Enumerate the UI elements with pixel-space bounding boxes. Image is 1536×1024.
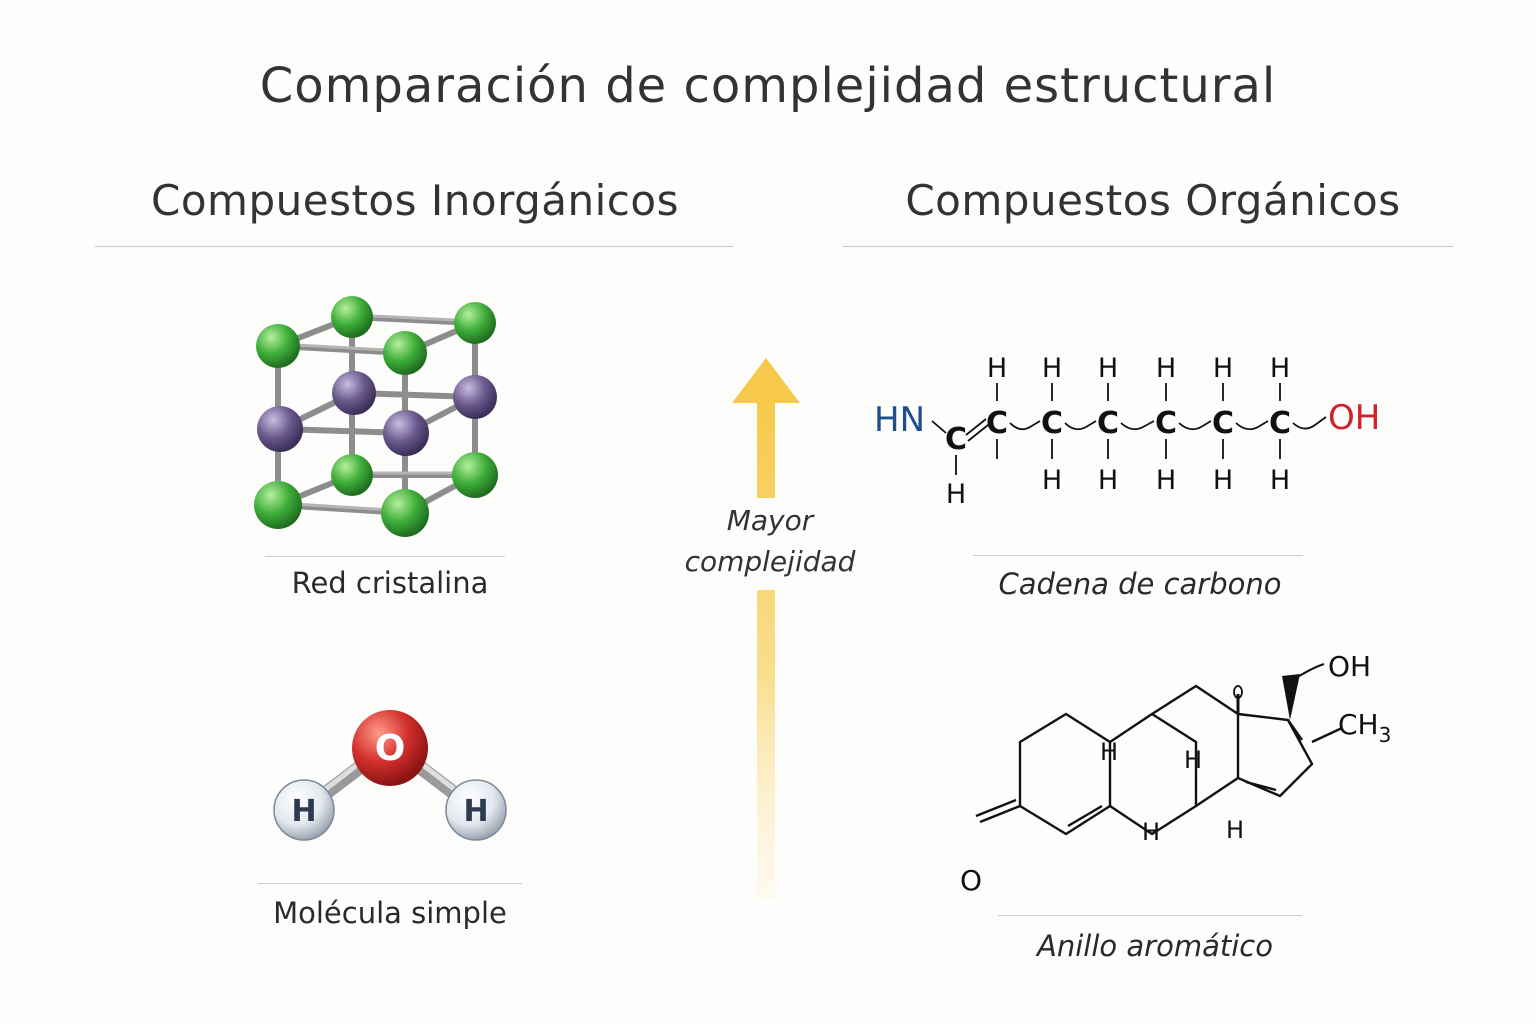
hydrogen-label: H <box>1184 746 1202 774</box>
simple-caption-rule <box>258 883 522 884</box>
water-molecule-diagram: O H H <box>273 710 507 841</box>
hydrogen-label: H <box>1042 353 1062 384</box>
arrow-shaft <box>757 399 775 899</box>
arrow-head <box>732 358 800 403</box>
hydrogen-label: H <box>291 794 316 829</box>
complexity-arrow <box>732 358 800 899</box>
hydrogen-label: H <box>463 794 488 829</box>
crystal-caption: Red cristalina <box>291 566 489 600</box>
green-atom <box>452 452 498 498</box>
hydrogen-label: H <box>1213 353 1233 384</box>
crystal-lattice-diagram <box>254 296 498 537</box>
hydrogen-label: H <box>1213 465 1233 496</box>
steroid-oh-group: OH <box>1328 650 1371 683</box>
purple-atom <box>257 406 303 452</box>
ring-caption-rule <box>998 915 1302 916</box>
inorganic-heading-rule <box>95 246 733 247</box>
hydrogen-label: H <box>1226 816 1244 844</box>
hydrogen-label: H <box>1270 353 1290 384</box>
carbon-label: C <box>945 422 967 457</box>
hn-group: HN <box>874 400 925 440</box>
hydrogen-label: H <box>1142 818 1160 846</box>
chain-bonds <box>931 383 1327 475</box>
chain-caption-rule <box>973 555 1303 556</box>
green-atom <box>331 296 373 338</box>
arrow-label: Mayor complejidad <box>660 500 880 582</box>
hydrogen-label: H <box>1042 465 1062 496</box>
green-atom <box>256 324 300 368</box>
hydrogen-label: H <box>1100 738 1118 766</box>
carbon-label: C <box>1155 406 1177 441</box>
lattice-atoms <box>254 296 498 537</box>
purple-atom <box>332 371 376 415</box>
chain-caption: Cadena de carbono <box>998 567 1282 601</box>
ring-bonds <box>975 684 1343 836</box>
green-atom <box>454 302 496 344</box>
arrow-label-line2: complejidad <box>684 545 856 578</box>
simple-caption: Molécula simple <box>273 896 507 930</box>
hydrogen-label: H <box>987 353 1007 384</box>
carbon-label: C <box>1212 406 1234 441</box>
hydrogen-label: H <box>1270 465 1290 496</box>
hydrogen-atom <box>445 779 507 841</box>
green-atom <box>383 331 427 375</box>
oh-wedge <box>1282 674 1300 720</box>
chain-carbons: C C C C C C C <box>945 406 1291 457</box>
organic-heading: Compuestos Orgánicos <box>905 176 1401 225</box>
steroid-methyl-group: CH3 <box>1338 708 1391 747</box>
oxygen-label: O <box>375 728 406 769</box>
page-title: Comparación de complejidad estructural <box>259 58 1277 114</box>
oxygen-atom <box>352 710 428 786</box>
crystal-caption-rule <box>265 556 505 557</box>
hydrogen-atom <box>273 779 335 841</box>
arrow-label-line1: Mayor <box>726 504 814 537</box>
inorganic-heading: Compuestos Inorgánicos <box>151 176 679 225</box>
carbon-label: C <box>986 406 1008 441</box>
green-atom <box>254 481 302 529</box>
green-atom <box>381 489 429 537</box>
purple-atom <box>453 375 497 419</box>
hydrogen-label: H <box>1156 465 1176 496</box>
hydrogen-label: H <box>1098 465 1118 496</box>
oh-group: OH <box>1328 398 1380 438</box>
carbon-label: C <box>1269 406 1291 441</box>
carbon-label: C <box>1041 406 1063 441</box>
green-atom <box>331 454 373 496</box>
hydrogen-label: H <box>946 479 966 510</box>
purple-atom <box>383 410 429 456</box>
hydrogen-label: H <box>1098 353 1118 384</box>
carbon-chain-diagram: HN OH C C C C C C C H H H H H H H H H H … <box>874 353 1380 510</box>
hydrogen-label: H <box>1156 353 1176 384</box>
steroid-ring-diagram: OH CH3 O H H H H <box>960 650 1391 897</box>
ketone-oxygen: O <box>960 864 982 897</box>
organic-heading-rule <box>843 246 1453 247</box>
chain-hydrogens: H H H H H H H H H H H H <box>946 353 1290 510</box>
carbon-label: C <box>1097 406 1119 441</box>
ring-caption: Anillo aromático <box>1037 929 1273 963</box>
